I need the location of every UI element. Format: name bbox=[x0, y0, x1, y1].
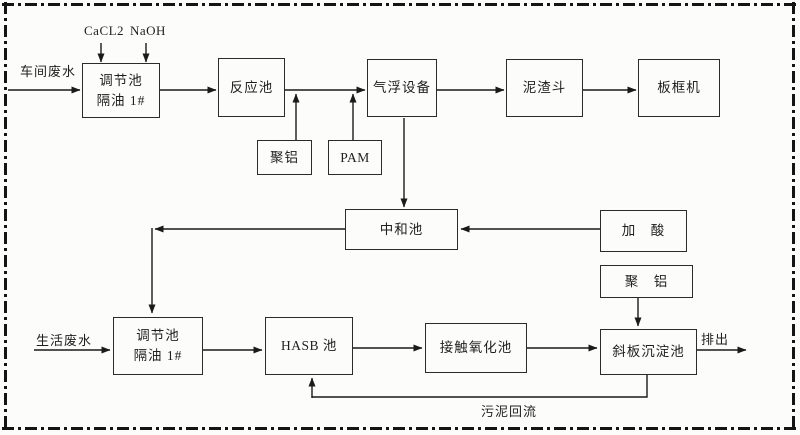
label-cacl2: CaCL2 bbox=[84, 23, 125, 38]
node-adjust-tank-2-line1: 调节池 bbox=[136, 328, 180, 344]
page-border-bottom bbox=[2, 427, 796, 430]
node-hasb-tank-label: HASB 池 bbox=[281, 338, 337, 354]
node-poly-aluminum-dose: 聚铝 bbox=[257, 140, 312, 175]
page-border-top bbox=[2, 3, 796, 6]
node-adjust-tank-1: 调节池 隔油 1# bbox=[82, 63, 160, 118]
node-pam-dose: PAM bbox=[328, 140, 382, 175]
label-discharge: 排出 bbox=[701, 332, 730, 347]
node-inclined-settler-label: 斜板沉淀池 bbox=[612, 344, 685, 360]
node-adjust-tank-1-line2: 隔油 1# bbox=[96, 92, 146, 108]
node-reaction-tank: 反应池 bbox=[218, 58, 285, 117]
node-sludge-hopper-label: 泥渣斗 bbox=[522, 80, 567, 96]
node-acid-dose: 加 酸 bbox=[600, 210, 687, 252]
node-poly-aluminum-dose2-label: 聚 铝 bbox=[624, 273, 669, 289]
node-adjust-tank-2-line2: 隔油 1# bbox=[133, 348, 183, 363]
page-border-left bbox=[4, 2, 7, 431]
node-poly-aluminum-dose2: 聚 铝 bbox=[600, 265, 693, 298]
page-border-right bbox=[792, 2, 795, 431]
node-contact-oxidation-label: 接触氧化池 bbox=[439, 340, 513, 356]
node-air-flotation: 气浮设备 bbox=[367, 59, 437, 117]
node-acid-dose-label: 加 酸 bbox=[621, 223, 666, 239]
node-adjust-tank-1-line1: 调节池 bbox=[99, 72, 143, 88]
node-inclined-settler: 斜板沉淀池 bbox=[600, 329, 697, 375]
label-sludge-return: 污泥回流 bbox=[481, 404, 538, 419]
node-adjust-tank-2: 调节池 隔油 1# bbox=[113, 317, 203, 375]
node-sludge-hopper: 泥渣斗 bbox=[506, 59, 583, 117]
line-sludge-return bbox=[311, 375, 648, 398]
node-air-flotation-label: 气浮设备 bbox=[373, 80, 431, 96]
node-contact-oxidation: 接触氧化池 bbox=[425, 323, 527, 373]
label-domestic-wastewater: 生活废水 bbox=[36, 333, 93, 348]
label-workshop-wastewater: 车间废水 bbox=[20, 64, 77, 79]
label-naoh: NaOH bbox=[130, 23, 166, 38]
node-reaction-tank-label: 反应池 bbox=[229, 79, 274, 95]
node-pam-dose-label: PAM bbox=[340, 149, 370, 165]
node-neutralization-label: 中和池 bbox=[379, 221, 424, 237]
node-hasb-tank: HASB 池 bbox=[265, 317, 353, 375]
node-poly-aluminum-dose-label: 聚铝 bbox=[270, 149, 299, 165]
node-neutralization: 中和池 bbox=[345, 209, 458, 250]
node-plate-frame-press-label: 板框机 bbox=[657, 80, 701, 96]
node-plate-frame-press: 板框机 bbox=[638, 59, 720, 117]
